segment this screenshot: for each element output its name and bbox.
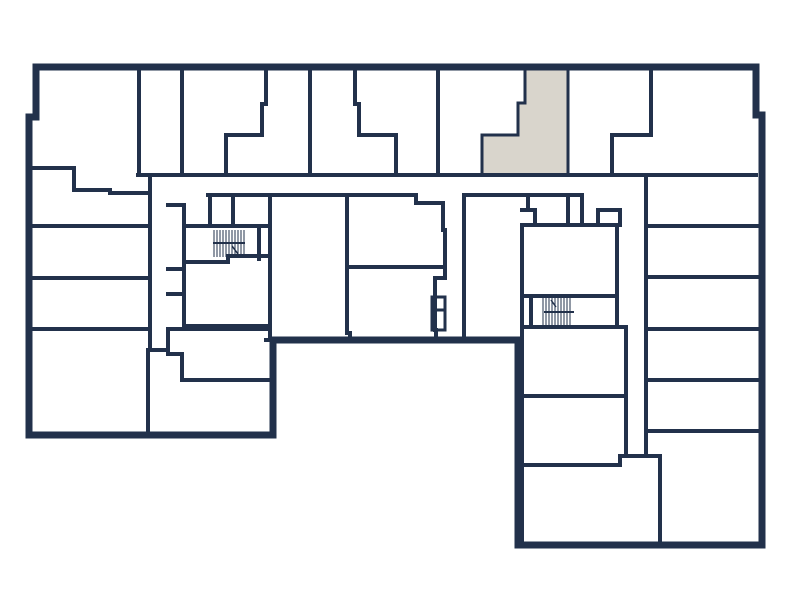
center-right-unit [462, 193, 530, 340]
right-wing-divider [644, 224, 762, 433]
center-shaft [430, 295, 447, 332]
unit-divider [137, 65, 184, 177]
left-wing-wall [31, 166, 150, 195]
core-wall [182, 193, 268, 264]
left-wing-divider [146, 348, 170, 435]
right-core-wall [520, 193, 622, 227]
core-wall [166, 193, 272, 342]
right-inner-unit-walls [618, 454, 662, 547]
unit-divider [224, 65, 268, 177]
right-core-wall [520, 223, 628, 547]
highlighted-unit[interactable] [480, 66, 570, 177]
exterior-wall [25, 63, 766, 549]
center-block-divider [345, 193, 445, 340]
stair-east-icon [542, 298, 574, 325]
left-lower-unit [166, 327, 270, 382]
unit-divider [610, 65, 653, 177]
right-inner-unit-walls [520, 325, 628, 467]
unit-divider [353, 65, 398, 177]
stair-west-icon [213, 230, 245, 257]
left-wing-divider [31, 224, 150, 331]
